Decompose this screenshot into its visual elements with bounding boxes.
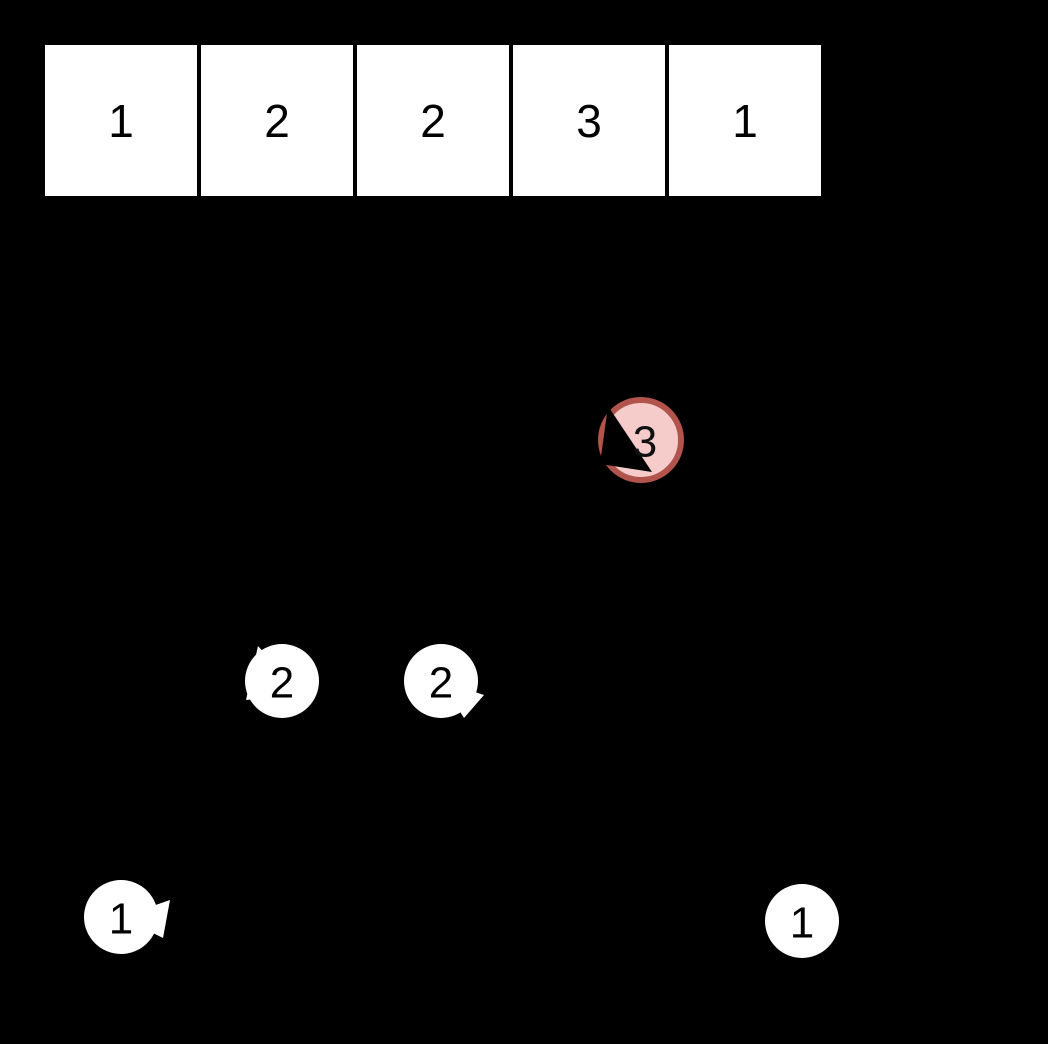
array-strip: 1 2 2 3 1 xyxy=(41,41,825,200)
array-cell-value: 1 xyxy=(732,94,758,147)
node-shape xyxy=(404,644,478,718)
array-cell-value: 2 xyxy=(420,94,446,147)
array-cell-value: 3 xyxy=(576,94,602,147)
edge-3-to-1right xyxy=(639,439,804,922)
node-shape xyxy=(84,880,158,954)
edge-2right-to-3 xyxy=(439,438,643,683)
array-cell-value: 1 xyxy=(108,94,134,147)
tree-node-1-left[interactable]: 1 xyxy=(84,880,170,954)
node-shape xyxy=(765,884,839,958)
edge-group xyxy=(119,438,804,922)
tree-node-3[interactable]: 3 xyxy=(598,397,684,483)
node-shape xyxy=(245,644,319,718)
tree-node-1-right[interactable]: 1 xyxy=(765,884,839,958)
array-cell[interactable]: 1 xyxy=(41,41,201,200)
array-cell-value: 2 xyxy=(264,94,290,147)
array-cell[interactable]: 3 xyxy=(509,41,669,200)
array-cell[interactable]: 1 xyxy=(665,41,825,200)
tree-node-2-left[interactable]: 2 xyxy=(245,644,319,718)
edge-2left-to-1left xyxy=(119,679,284,919)
tree-node-2-right[interactable]: 2 xyxy=(404,644,484,718)
array-cell[interactable]: 2 xyxy=(197,41,357,200)
arrowhead-icon xyxy=(600,406,652,472)
